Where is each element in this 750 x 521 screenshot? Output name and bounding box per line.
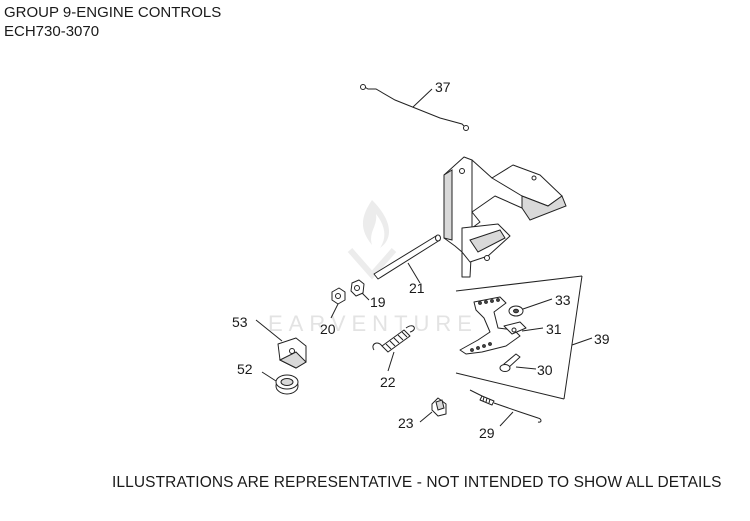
part-37-throttle-rod: 37 (360, 79, 469, 131)
callout-19: 19 (370, 294, 386, 310)
callout-29: 29 (479, 425, 495, 441)
callout-39: 39 (594, 331, 610, 347)
callout-52: 52 (237, 361, 253, 377)
part-53-angle-bracket: 53 (232, 314, 307, 369)
part-29-spring-rod: 29 (469, 389, 542, 441)
disclaimer-footer: ILLUSTRATIONS ARE REPRESENTATIVE - NOT I… (112, 474, 722, 491)
callout-37: 37 (435, 79, 451, 95)
callout-20: 20 (320, 321, 336, 337)
part-31-throttle-lever: 31 (459, 296, 562, 355)
page-header: GROUP 9-ENGINE CONTROLS ECH730-3070 (4, 3, 221, 41)
part-19-nut: 19 (350, 279, 386, 310)
part-20-nut: 20 (320, 287, 346, 337)
callout-22: 22 (380, 374, 396, 390)
part-21-pivot-rod: 21 (373, 234, 441, 296)
model-number: ECH730-3070 (4, 23, 100, 40)
part-30-pin: 30 (499, 353, 553, 378)
part-39-assembly-outline: 39 (455, 275, 610, 400)
part-23-clip: 23 (398, 397, 447, 431)
watermark-logo: EARVENTURE (268, 200, 478, 336)
callout-53: 53 (232, 314, 248, 330)
callout-33: 33 (555, 292, 571, 308)
part-33-washer: 33 (508, 292, 571, 317)
group-title: GROUP 9-ENGINE CONTROLS (4, 4, 222, 21)
callout-30: 30 (537, 362, 553, 378)
callout-21: 21 (409, 280, 425, 296)
part-52-bushing: 52 (237, 361, 299, 395)
callout-31: 31 (546, 321, 562, 337)
control-bracket (443, 156, 567, 278)
callout-23: 23 (398, 415, 414, 431)
watermark-text: EARVENTURE (268, 311, 478, 336)
part-22-extension-spring: 22 (372, 325, 415, 390)
